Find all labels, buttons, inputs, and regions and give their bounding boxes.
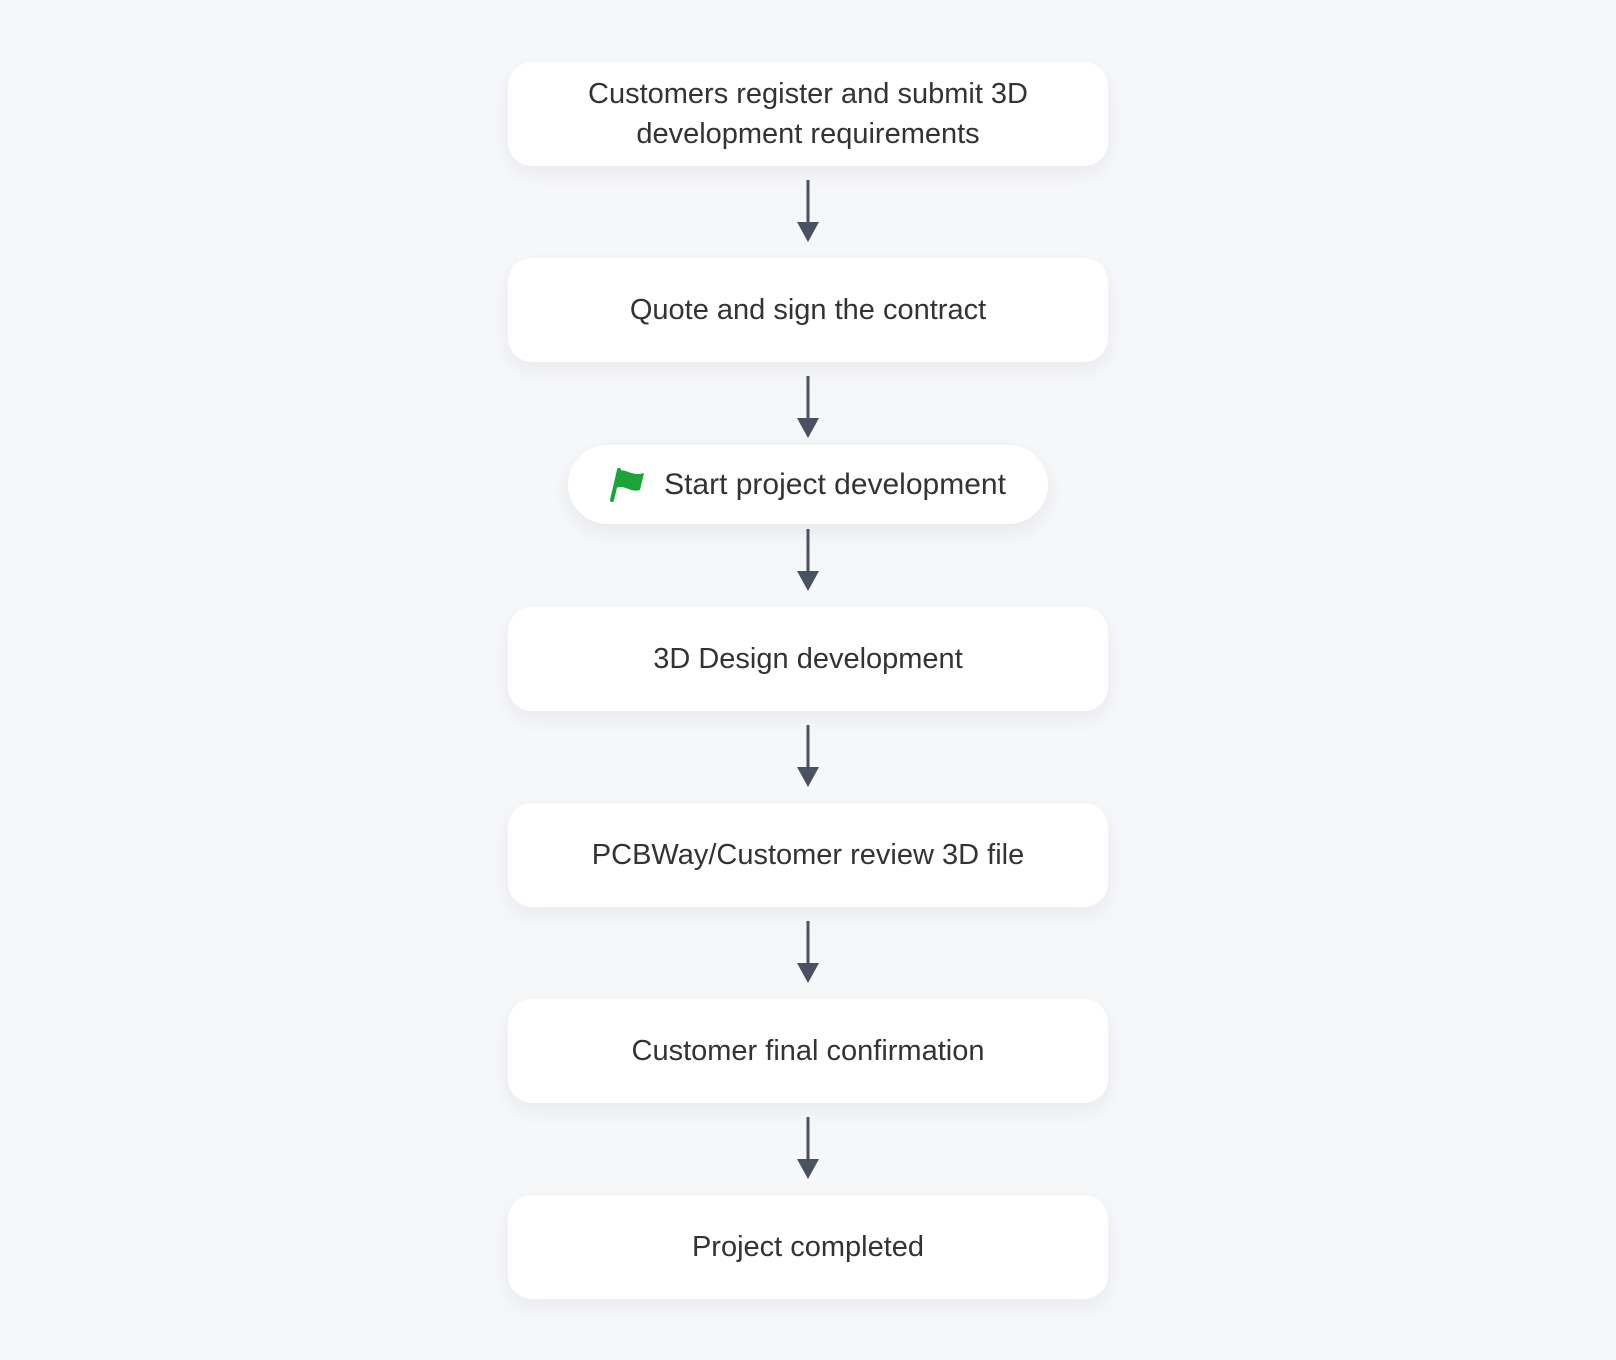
step-project-completed: Project completed — [508, 1195, 1108, 1299]
arrow-down-icon — [797, 376, 819, 438]
step-quote-contract: Quote and sign the contract — [508, 258, 1108, 362]
step-final-confirmation: Customer final confirmation — [508, 999, 1108, 1103]
step-label: Start project development — [664, 467, 1006, 501]
arrow-down-icon — [797, 1117, 819, 1179]
step-review-3d-file: PCBWay/Customer review 3D file — [508, 803, 1108, 907]
step-label: PCBWay/Customer review 3D file — [591, 839, 1025, 871]
arrow-down-icon — [797, 180, 819, 242]
step-label: Customer final confirmation — [631, 1035, 985, 1067]
step-label: Customers register and submit 3D develop… — [588, 78, 1028, 150]
step-start-development: Start project development — [568, 445, 1048, 524]
step-label: Project completed — [691, 1231, 925, 1263]
arrow-down-icon — [797, 921, 819, 983]
arrow-down-icon — [797, 529, 819, 591]
step-register-requirements: Customers register and submit 3D develop… — [508, 62, 1108, 166]
step-3d-design: 3D Design development — [508, 607, 1108, 711]
flag-icon — [610, 467, 645, 502]
step-label: Quote and sign the contract — [629, 294, 987, 326]
step-label: 3D Design development — [653, 643, 963, 675]
arrow-down-icon — [797, 725, 819, 787]
